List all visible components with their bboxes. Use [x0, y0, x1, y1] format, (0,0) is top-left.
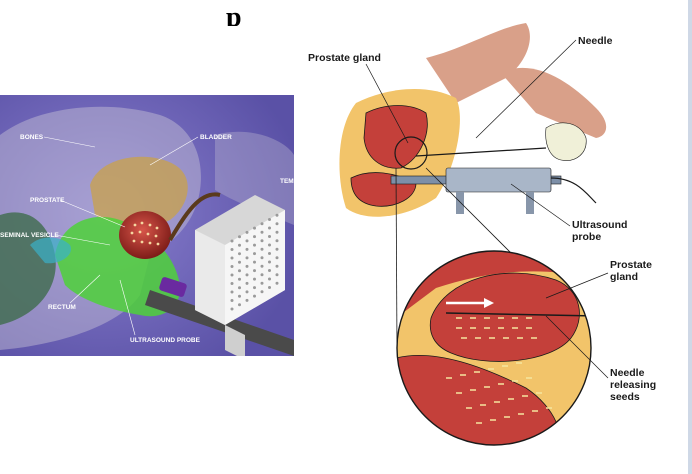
stepper-unit	[445, 167, 552, 193]
inset-border	[396, 250, 592, 446]
gloved-hand	[545, 122, 587, 161]
seminal-vesicle	[30, 237, 71, 264]
leg-upper	[426, 23, 530, 103]
probe-cable	[550, 177, 597, 204]
label-bladder: BLADDER	[200, 134, 232, 141]
label-needle-releasing-3: seeds	[610, 391, 640, 403]
prostate-cross-section-illustration: Prostate gland Needle Ultrasound probe P…	[296, 18, 684, 450]
slide-title: p	[226, 4, 242, 26]
bladder-section	[363, 105, 428, 169]
brachytherapy-3d-illustration: BONES BLADDER PROSTATE SEMINAL VESICLE R…	[0, 95, 294, 356]
label-ultrasound-probe-1: Ultrasound	[572, 219, 627, 231]
leg-lower	[501, 67, 607, 138]
label-seminal-vesicle: SEMINAL VESICLE	[0, 232, 59, 239]
label-needle-releasing-1: Needle	[610, 367, 645, 379]
label-needle-top: Needle	[578, 35, 613, 47]
pelvis-right	[215, 131, 294, 225]
label-prostate: PROSTATE	[30, 197, 65, 204]
label-ultrasound-probe: ULTRASOUND PROBE	[130, 337, 201, 344]
ultrasound-probe	[145, 290, 294, 356]
needle	[415, 147, 547, 157]
prostate-seeds	[130, 221, 160, 246]
prostate	[119, 211, 171, 259]
cross-section-svg: Prostate gland Needle Ultrasound probe P…	[308, 23, 656, 446]
brachytherapy-3d-svg: BONES BLADDER PROSTATE SEMINAL VESICLE R…	[0, 95, 294, 356]
label-prostate-gland-inset-1: Prostate	[610, 259, 652, 271]
prostate-highlight-circle	[394, 136, 428, 170]
label-prostate-gland-inset-2: gland	[610, 271, 638, 283]
magnified-inset	[397, 251, 591, 445]
needle-template	[195, 195, 285, 356]
probe-collar	[159, 277, 187, 297]
label-template: TEM	[280, 178, 294, 185]
catheter-tube	[168, 192, 221, 242]
zoom-line-left	[395, 167, 398, 349]
label-ultrasound-probe-2: probe	[572, 231, 601, 243]
label-prostate-gland-top: Prostate gland	[308, 52, 381, 64]
label-bones: BONES	[20, 134, 44, 141]
bladder	[90, 156, 188, 226]
label-rectum: RECTUM	[48, 304, 76, 311]
label-needle-releasing-2: releasing	[610, 379, 656, 391]
slide-edge	[688, 0, 692, 474]
